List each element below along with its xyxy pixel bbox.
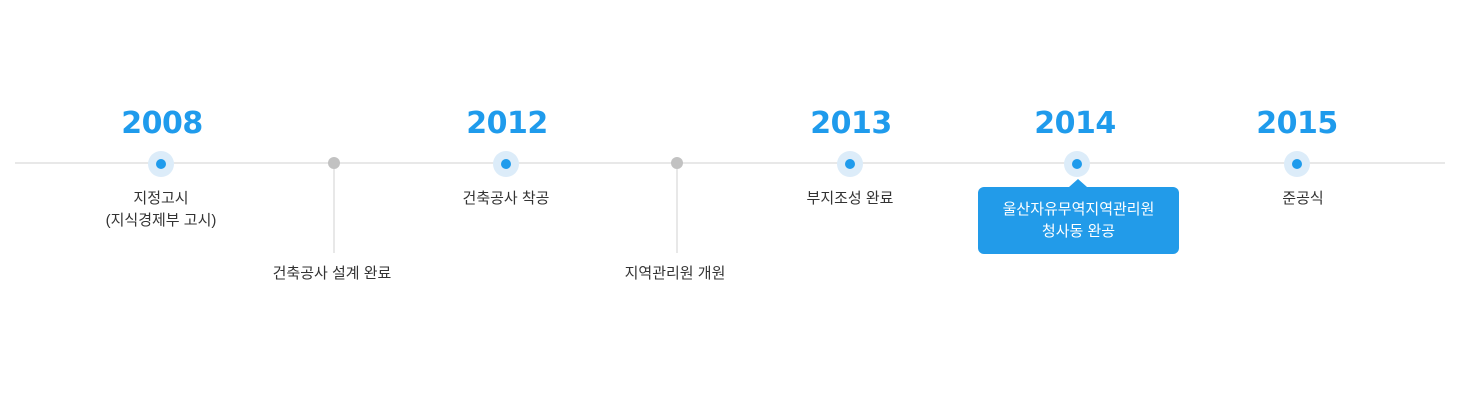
event-label-minor: 건축공사 설계 완료 [272, 265, 392, 282]
year-2012: 2012 [466, 106, 548, 141]
timeline-minor-dot[interactable] [671, 157, 683, 169]
event-label-2008: 지정고시 (지식경제부 고시) [41, 188, 281, 232]
timeline-dot-2015[interactable] [1284, 151, 1310, 177]
year-2013: 2013 [810, 106, 892, 141]
year-2015: 2015 [1256, 106, 1338, 141]
connector-line [676, 169, 678, 253]
year-2008: 2008 [121, 106, 203, 141]
timeline-dot-2008[interactable] [148, 151, 174, 177]
tooltip-line: 울산자유무역지역관리원 [1002, 201, 1155, 218]
connector-line [333, 169, 335, 253]
timeline-dot-2014[interactable] [1064, 151, 1090, 177]
event-label-2012: 건축공사 착공 [462, 190, 550, 207]
timeline-axis [15, 162, 1445, 164]
event-tooltip-2014: 울산자유무역지역관리원 청사동 완공 [978, 179, 1179, 254]
event-label-2015: 준공식 [1282, 190, 1324, 207]
tooltip-line: 청사동 완공 [1041, 223, 1116, 240]
year-2014: 2014 [1034, 106, 1116, 141]
event-label-line: (지식경제부 고시) [105, 212, 217, 229]
timeline-dot-2012[interactable] [493, 151, 519, 177]
timeline-minor-dot[interactable] [328, 157, 340, 169]
event-label-minor: 지역관리원 개원 [624, 265, 726, 282]
timeline-dot-2013[interactable] [837, 151, 863, 177]
event-label-line: 지정고시 [133, 190, 189, 207]
event-label-2013: 부지조성 완료 [806, 190, 894, 207]
